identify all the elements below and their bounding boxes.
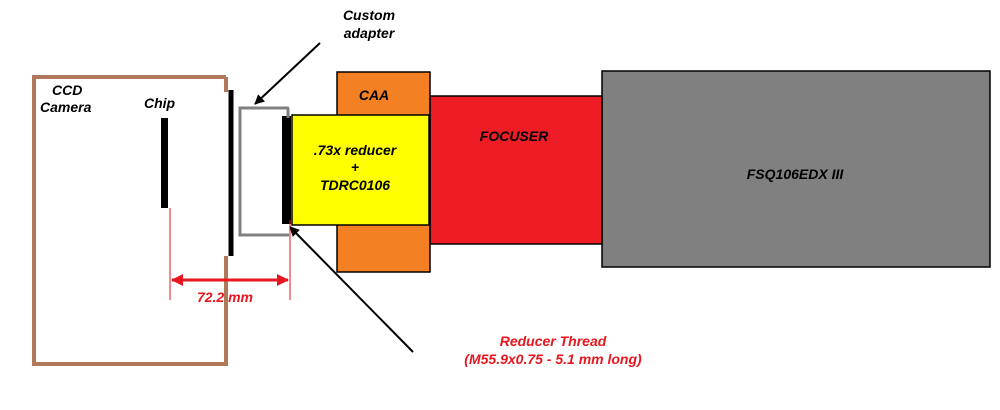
reducer-thread-bar [282,116,291,224]
reducer-body [291,114,430,226]
ccd-chip [161,118,168,208]
distance-label: 72.2 mm [197,289,253,305]
chip-label: Chip [144,95,176,111]
telescope-label: FSQ106EDX III [747,166,845,182]
focuser-label: FOCUSER [480,128,549,144]
reducer-thread-label-line-1: Reducer Thread [500,333,607,349]
ccd-camera-label-line-2: Camera [40,99,92,115]
ccd-camera-outline [32,75,228,366]
focuser-body [429,95,603,245]
reducer-thread-arrow [289,226,414,353]
reducer-label-line-1: .73x reducer [314,142,398,158]
custom-adapter-outline [238,106,289,237]
custom-adapter-label-line-2: adapter [344,25,396,41]
ccd-camera-label-line-1: CCD [52,82,82,98]
custom-adapter-label-line-1: Custom [343,7,395,23]
reducer-thread-label-line-2: (M55.9x0.75 - 5.1 mm long) [464,351,642,367]
custom-adapter-arrow [254,42,321,105]
reducer-label-line-2: + [351,159,359,175]
telescope-body [601,70,991,268]
caa-label: CAA [359,87,389,103]
reducer-label-line-3: TDRC0106 [320,177,390,193]
